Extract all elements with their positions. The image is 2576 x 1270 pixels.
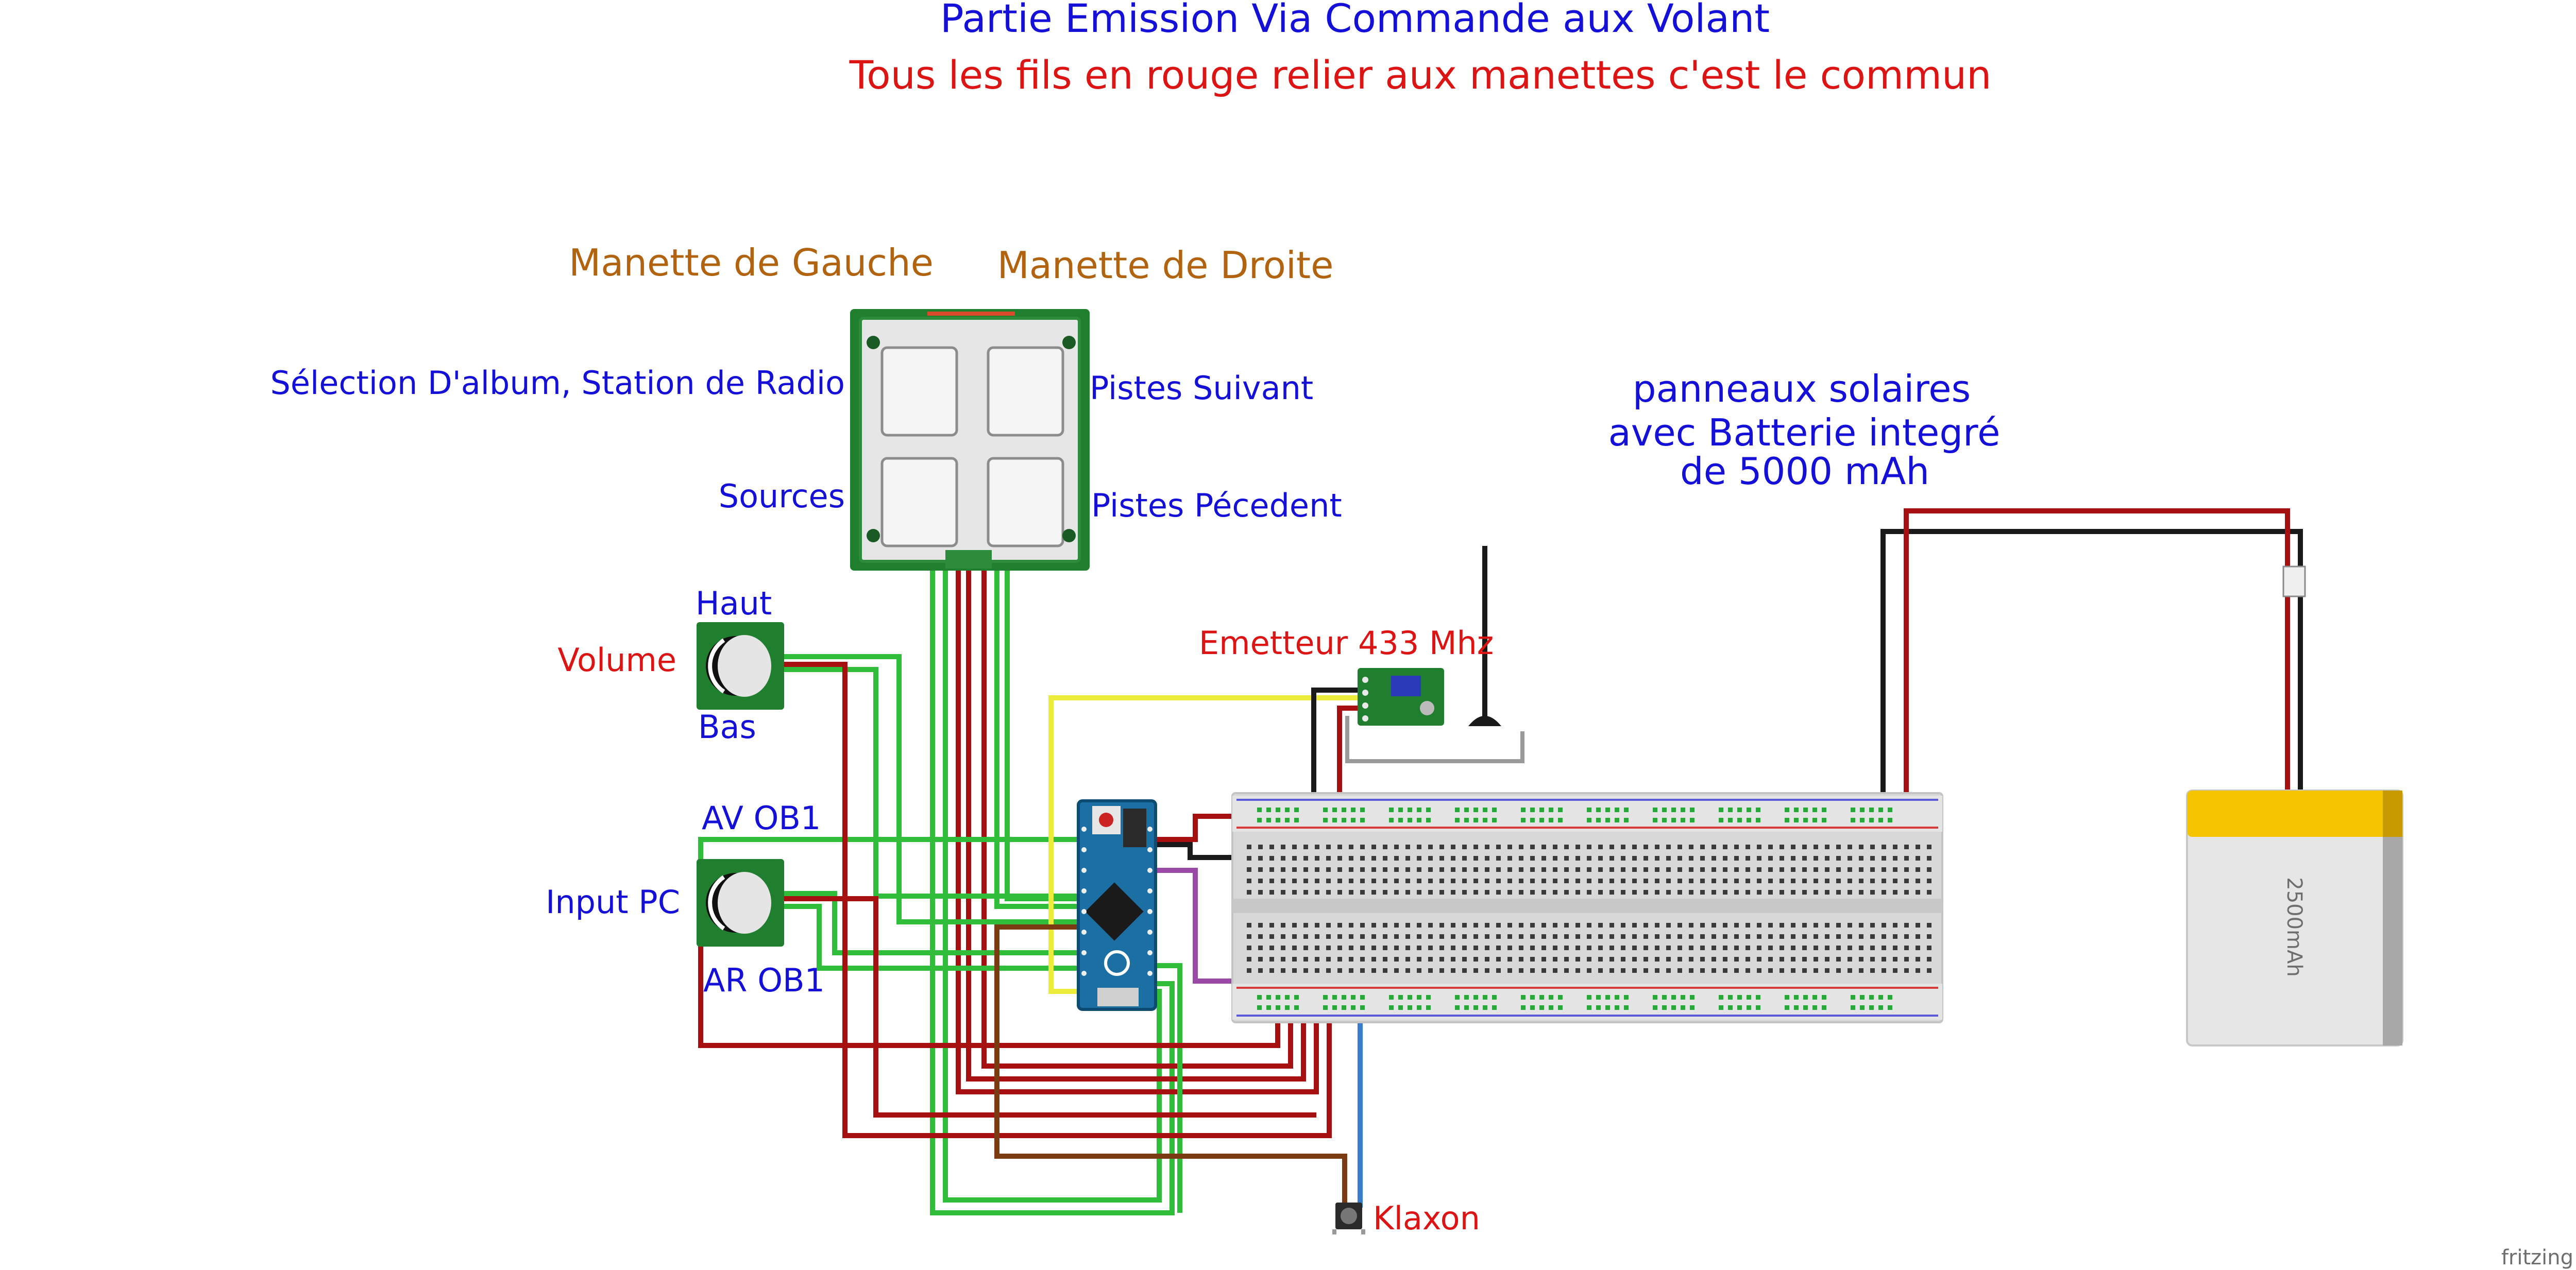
diagram-subtitle: Tous les fils en rouge relier aux manett… (849, 52, 1992, 98)
wire-green-f (778, 667, 1082, 899)
label-album-station: Sélection D'album, Station de Radio (270, 364, 845, 402)
label-volume: Volume (557, 641, 676, 679)
arduino-chip (1085, 882, 1144, 941)
wire-brown (994, 924, 1347, 1208)
control-buttons (880, 346, 1064, 547)
fritzing-watermark: fritzing (2501, 1246, 2573, 1269)
battery-capacity-label: 2500mAh (2282, 877, 2306, 976)
wire-red-f (698, 927, 1280, 1048)
label-sources: Sources (719, 477, 845, 515)
wire-yellow (1048, 695, 1363, 994)
label-left-control: Manette de Gauche (569, 241, 934, 284)
label-right-control: Manette de Droite (997, 244, 1334, 287)
input-pc-wheel[interactable] (697, 859, 784, 947)
wire-black-solar (1880, 529, 2303, 809)
label-av-ob1: AV OB1 (702, 799, 821, 837)
wire-green-j (1154, 963, 1182, 1213)
wire-red-c (981, 567, 1293, 1069)
wire-red-a (956, 567, 1319, 1094)
wire-green-b (943, 567, 1162, 1203)
wire-red-e (778, 896, 1316, 1118)
button-top-left[interactable] (880, 346, 958, 437)
steering-control-pad[interactable] (850, 309, 1090, 571)
label-solar-line2: avec Batterie integré (1608, 411, 2001, 454)
volume-wheel[interactable] (697, 622, 784, 710)
button-bottom-right[interactable] (987, 457, 1064, 547)
label-ar-ob1: AR OB1 (703, 962, 825, 999)
wire-green-h (778, 904, 1082, 971)
wire-green-a (930, 567, 1175, 1215)
label-emitter: Emetteur 433 Mhz (1199, 624, 1494, 662)
wire-black-emitter (1311, 688, 1363, 806)
label-solar-line3: de 5000 mAh (1680, 450, 1929, 493)
breadboard (1231, 792, 1943, 1023)
klaxon-button[interactable] (1332, 1203, 1365, 1234)
label-prev-tracks: Pistes Pécedent (1091, 487, 1342, 524)
button-top-right[interactable] (987, 346, 1064, 437)
diagram-title: Partie Emission Via Commande aux Volant (940, 0, 1770, 41)
wire-gray-antenna (1345, 716, 1524, 763)
wire-green-g (778, 891, 1082, 955)
wire-green-d (1005, 567, 1082, 901)
wire-red-b (966, 567, 1306, 1082)
label-volume-down: Bas (698, 708, 756, 746)
label-solar-line1: panneaux solaires (1633, 367, 1971, 410)
antenna (1468, 546, 1501, 726)
wire-green-e (778, 654, 1082, 924)
button-bottom-left[interactable] (880, 457, 958, 547)
arduino-micro[interactable] (1077, 799, 1157, 1011)
breadboard-holes (1247, 808, 1931, 1010)
battery-pack[interactable]: 2500mAh (2186, 565, 2403, 1046)
wire-red-solar (1904, 508, 2290, 814)
label-volume-up: Haut (696, 585, 772, 622)
label-input-pc: Input PC (546, 883, 680, 921)
label-next-tracks: Pistes Suivant (1090, 369, 1313, 407)
label-klaxon: Klaxon (1373, 1199, 1480, 1237)
wire-red-d (778, 662, 1332, 1138)
wire-red-emitter (1337, 706, 1363, 814)
emitter-433mhz-module[interactable] (1358, 668, 1444, 726)
